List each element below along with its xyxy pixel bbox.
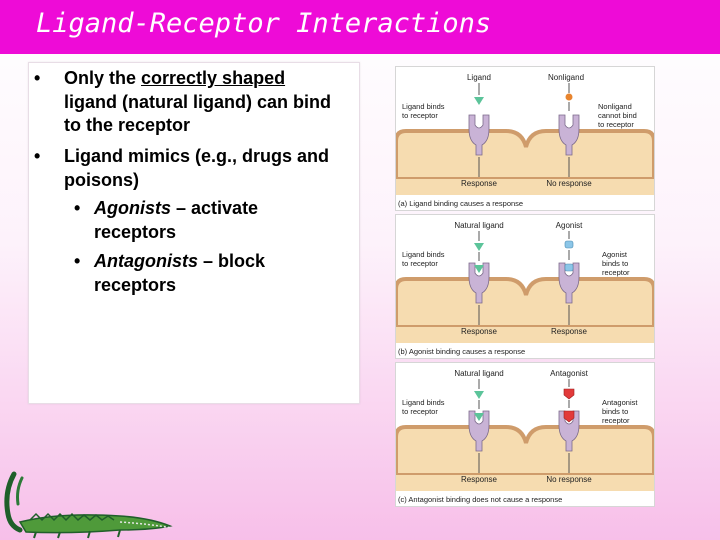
agonists-desc: – activate receptors bbox=[94, 198, 259, 242]
bullet-1-underlined: correctly shaped bbox=[141, 68, 286, 88]
bound-ligand-icon bbox=[474, 265, 484, 273]
panel-a-left-note-2: to receptor bbox=[402, 111, 438, 120]
panel-a-right-result: No response bbox=[546, 179, 592, 188]
panel-b-right-note-3: receptor bbox=[602, 268, 630, 277]
panel-a-caption: (a) Ligand binding causes a response bbox=[398, 199, 523, 208]
panel-c-right-result: No response bbox=[546, 475, 592, 484]
panel-a-right-label: Nonligand bbox=[548, 73, 584, 82]
receptor-left-c bbox=[468, 410, 490, 452]
cell-membrane-a bbox=[396, 129, 654, 181]
agonists-term: Agonists bbox=[94, 198, 172, 218]
panel-c-right-note-2: binds to bbox=[602, 407, 628, 416]
figure-panel-b: Natural ligand Agonist Ligand binds to r… bbox=[395, 214, 655, 359]
antagonists-term: Antagonists bbox=[94, 251, 199, 271]
panel-a-right-note-3: to receptor bbox=[598, 120, 634, 129]
panel-a-right-note-1: Nonligand bbox=[598, 102, 632, 111]
antagonists-desc: – block receptors bbox=[94, 251, 266, 295]
receptor-right-c bbox=[558, 410, 580, 452]
bound-ligand-icon bbox=[474, 413, 484, 421]
panel-b-left-note-2: to receptor bbox=[402, 259, 438, 268]
bullet-agonists: • Agonists – activate receptors bbox=[74, 197, 344, 244]
receptor-right-b bbox=[558, 262, 580, 304]
panel-a-left-note-1: Ligand binds bbox=[402, 102, 445, 111]
panel-b-left-note-1: Ligand binds bbox=[402, 250, 445, 259]
cell-membrane-c bbox=[396, 425, 654, 477]
panel-c-left-result: Response bbox=[461, 475, 498, 484]
bullet-marker: • bbox=[34, 146, 41, 166]
panel-c-right-note-3: receptor bbox=[602, 416, 630, 425]
text-box bbox=[28, 62, 360, 404]
figure-panel-a: Ligand Nonligand Ligand binds to recepto… bbox=[395, 66, 655, 211]
panel-b-left-result: Response bbox=[461, 327, 498, 336]
panel-a-right-note-2: cannot bind bbox=[598, 111, 637, 120]
bound-agonist-icon bbox=[564, 263, 574, 272]
bullet-ligand-mimics: • Ligand mimics (e.g., drugs and poisons… bbox=[34, 145, 334, 192]
panel-b-right-result: Response bbox=[551, 327, 588, 336]
bullet-marker: • bbox=[74, 198, 81, 218]
panel-c-left-note-2: to receptor bbox=[402, 407, 438, 416]
panel-c-right-note-1: Antagonist bbox=[602, 398, 638, 407]
panel-b-caption: (b) Agonist binding causes a response bbox=[398, 347, 525, 356]
panel-a-left-result: Response bbox=[461, 179, 498, 188]
bullet-correct-shape: • Only the correctly shaped ligand (natu… bbox=[34, 67, 334, 138]
bullet-antagonists: • Antagonists – block receptors bbox=[74, 250, 344, 297]
panel-b-right-label: Agonist bbox=[556, 221, 583, 230]
panel-b-right-note-1: Agonist bbox=[602, 250, 628, 259]
bullet-marker: • bbox=[34, 68, 41, 88]
ligand-icon bbox=[474, 97, 484, 105]
bound-antagonist-icon bbox=[563, 410, 575, 423]
receptor-left-a bbox=[468, 114, 490, 156]
bullet-1-post: ligand (natural ligand) can bind to the … bbox=[64, 91, 332, 136]
receptor-left-b bbox=[468, 262, 490, 304]
panel-b-right-note-2: binds to bbox=[602, 259, 628, 268]
panel-c-left-note-1: Ligand binds bbox=[402, 398, 445, 407]
nonligand-icon bbox=[565, 93, 573, 101]
agonist-icon bbox=[564, 240, 574, 249]
bullet-marker: • bbox=[74, 251, 81, 271]
panel-c-left-label: Natural ligand bbox=[454, 369, 503, 378]
figure-panel-c: Natural ligand Antagonist Ligand binds t… bbox=[395, 362, 655, 507]
crocodile-icon bbox=[4, 471, 173, 539]
bullet-2-text: Ligand mimics (e.g., drugs and poisons) bbox=[64, 146, 330, 190]
cell-membrane-b bbox=[396, 277, 654, 329]
bullet-1-pre: Only the bbox=[64, 68, 142, 88]
panel-b-left-label: Natural ligand bbox=[454, 221, 503, 230]
natural-ligand-icon bbox=[474, 243, 484, 251]
slide-title: Ligand-Receptor Interactions bbox=[36, 8, 492, 39]
antagonist-icon bbox=[563, 388, 575, 400]
receptor-right-a bbox=[558, 114, 580, 156]
title-bar: Ligand-Receptor Interactions bbox=[0, 0, 720, 54]
panel-c-right-label: Antagonist bbox=[550, 369, 589, 378]
natural-ligand-icon bbox=[474, 391, 484, 399]
panel-c-caption: (c) Antagonist binding does not cause a … bbox=[398, 495, 562, 504]
panel-a-left-label: Ligand bbox=[467, 73, 491, 82]
